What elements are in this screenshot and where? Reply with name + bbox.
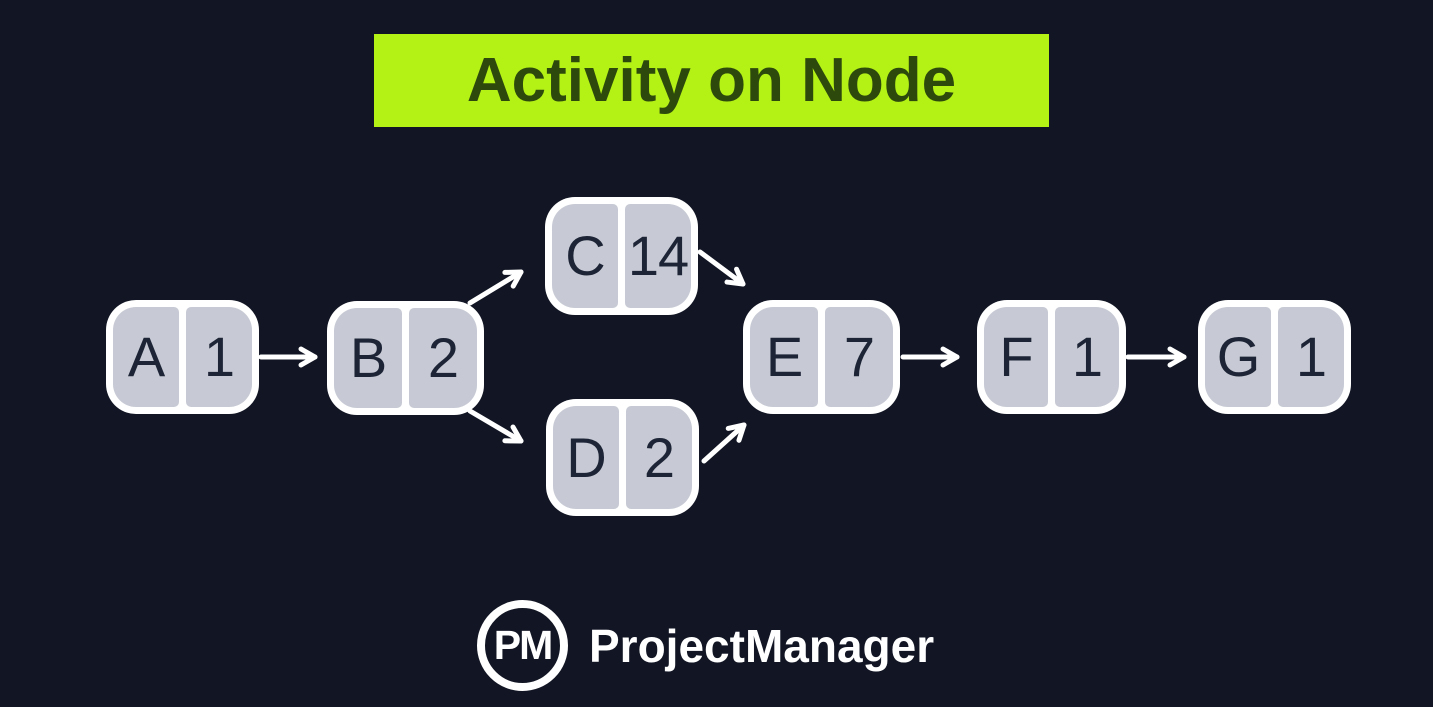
edge-C-E [697, 249, 746, 287]
node-duration-cell: 7 [825, 307, 893, 407]
edge-B-C [467, 269, 524, 306]
projectmanager-logo-icon: PM [477, 600, 568, 691]
node-activity-cell: B [334, 308, 402, 408]
node-activity-cell: G [1205, 307, 1271, 407]
node-C: C 14 [545, 197, 698, 315]
node-duration-cell: 2 [409, 308, 477, 408]
node-divider [1271, 307, 1278, 407]
node-duration-cell: 2 [626, 406, 692, 509]
node-duration-cell: 1 [1055, 307, 1119, 407]
node-duration-value: 1 [1071, 325, 1103, 388]
node-activity-cell: A [113, 307, 179, 407]
brand-name: ProjectManager [589, 619, 935, 672]
node-activity-label: G [1216, 325, 1261, 388]
title-banner: Activity on Node [374, 34, 1049, 127]
node-divider [619, 406, 626, 509]
node-duration-value: 7 [843, 325, 875, 388]
node-divider [618, 204, 625, 308]
node-activity-label: C [565, 224, 605, 287]
node-duration-value: 2 [427, 326, 459, 389]
node-activity-label: E [765, 325, 803, 388]
node-activity-cell: F [984, 307, 1048, 407]
node-duration-value: 1 [203, 325, 235, 388]
node-duration-cell: 14 [625, 204, 691, 308]
node-activity-label: B [349, 326, 387, 389]
brand-footer: PM ProjectManager [477, 600, 934, 691]
node-activity-cell: E [750, 307, 818, 407]
node-duration-value: 2 [643, 425, 675, 489]
node-activity-label: F [999, 325, 1033, 388]
node-duration-value: 14 [627, 224, 689, 287]
node-divider [179, 307, 186, 407]
node-duration-cell: 1 [186, 307, 252, 407]
node-activity-cell: D [553, 406, 619, 509]
edge-B-D [467, 408, 524, 444]
node-activity-label: A [127, 325, 165, 388]
page-title: Activity on Node [466, 45, 957, 115]
node-divider [818, 307, 825, 407]
node-divider [1048, 307, 1055, 407]
edge-D-E [701, 422, 747, 464]
node-activity-label: D [566, 425, 606, 489]
node-duration-value: 1 [1295, 325, 1327, 388]
node-duration-cell: 1 [1278, 307, 1344, 407]
node-activity-cell: C [552, 204, 618, 308]
logo-monogram: PM [493, 622, 553, 668]
node-divider [402, 308, 409, 408]
